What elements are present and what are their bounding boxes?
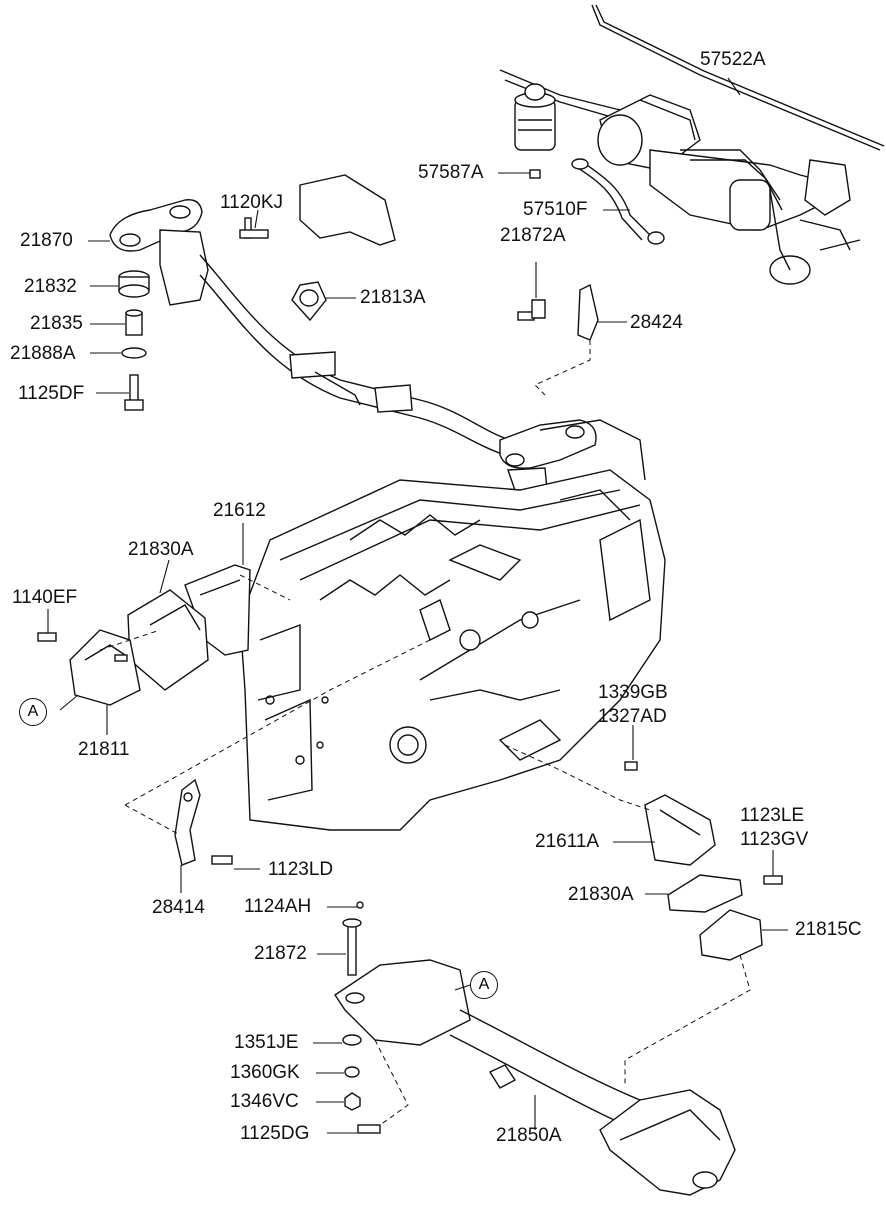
upper-mount-hardware: [118, 270, 599, 411]
label-1123LE: 1123LE: [740, 805, 805, 826]
label-1125DF: 1125DF: [18, 383, 85, 404]
reference-marker-a-right: A: [470, 971, 498, 999]
label-21830A-bottom: 21830A: [568, 884, 634, 905]
label-21888A: 21888A: [10, 343, 76, 364]
left-engine-mount: [37, 564, 251, 706]
label-28424: 28424: [630, 312, 683, 333]
label-21872: 21872: [254, 943, 307, 964]
label-1351JE: 1351JE: [234, 1032, 299, 1053]
label-1123LD: 1123LD: [268, 859, 334, 880]
label-21815C: 21815C: [795, 919, 862, 940]
label-21832: 21832: [24, 276, 77, 297]
label-21830A-top: 21830A: [128, 539, 194, 560]
label-1360GK: 1360GK: [230, 1062, 300, 1083]
label-57510F: 57510F: [523, 199, 588, 220]
label-57522A: 57522A: [700, 49, 766, 70]
label-21612: 21612: [213, 500, 266, 521]
label-21813A: 21813A: [360, 287, 426, 308]
label-21870: 21870: [20, 230, 73, 251]
label-1327AD: 1327AD: [598, 706, 667, 727]
label-21811: 21811: [78, 739, 130, 760]
label-1140EF: 1140EF: [12, 587, 78, 608]
label-1123GV: 1123GV: [740, 829, 809, 850]
label-21611A: 21611A: [535, 831, 600, 852]
label-57587A: 57587A: [418, 162, 484, 183]
label-1339GB: 1339GB: [598, 682, 668, 703]
label-21835: 21835: [30, 313, 83, 334]
bracket-28414: [174, 778, 233, 866]
right-engine-mount: [624, 761, 783, 961]
upper-mount-bracket-bar: [109, 174, 597, 506]
label-28414: 28414: [152, 897, 205, 918]
label-1125DG: 1125DG: [240, 1123, 310, 1144]
label-1346VC: 1346VC: [230, 1091, 299, 1112]
label-1120KJ: 1120KJ: [220, 192, 284, 213]
engine-block: [239, 419, 666, 831]
label-1124AH: 1124AH: [244, 896, 312, 917]
leader-lines: [47, 77, 788, 1134]
reference-marker-a-left: A: [19, 698, 47, 726]
label-21850A: 21850A: [496, 1125, 562, 1146]
steering-gear-assembly: [499, 4, 885, 285]
dashed-assembly-lines: [99, 340, 751, 1126]
label-21872A: 21872A: [500, 225, 566, 246]
lower-crossmember: [334, 901, 736, 1196]
